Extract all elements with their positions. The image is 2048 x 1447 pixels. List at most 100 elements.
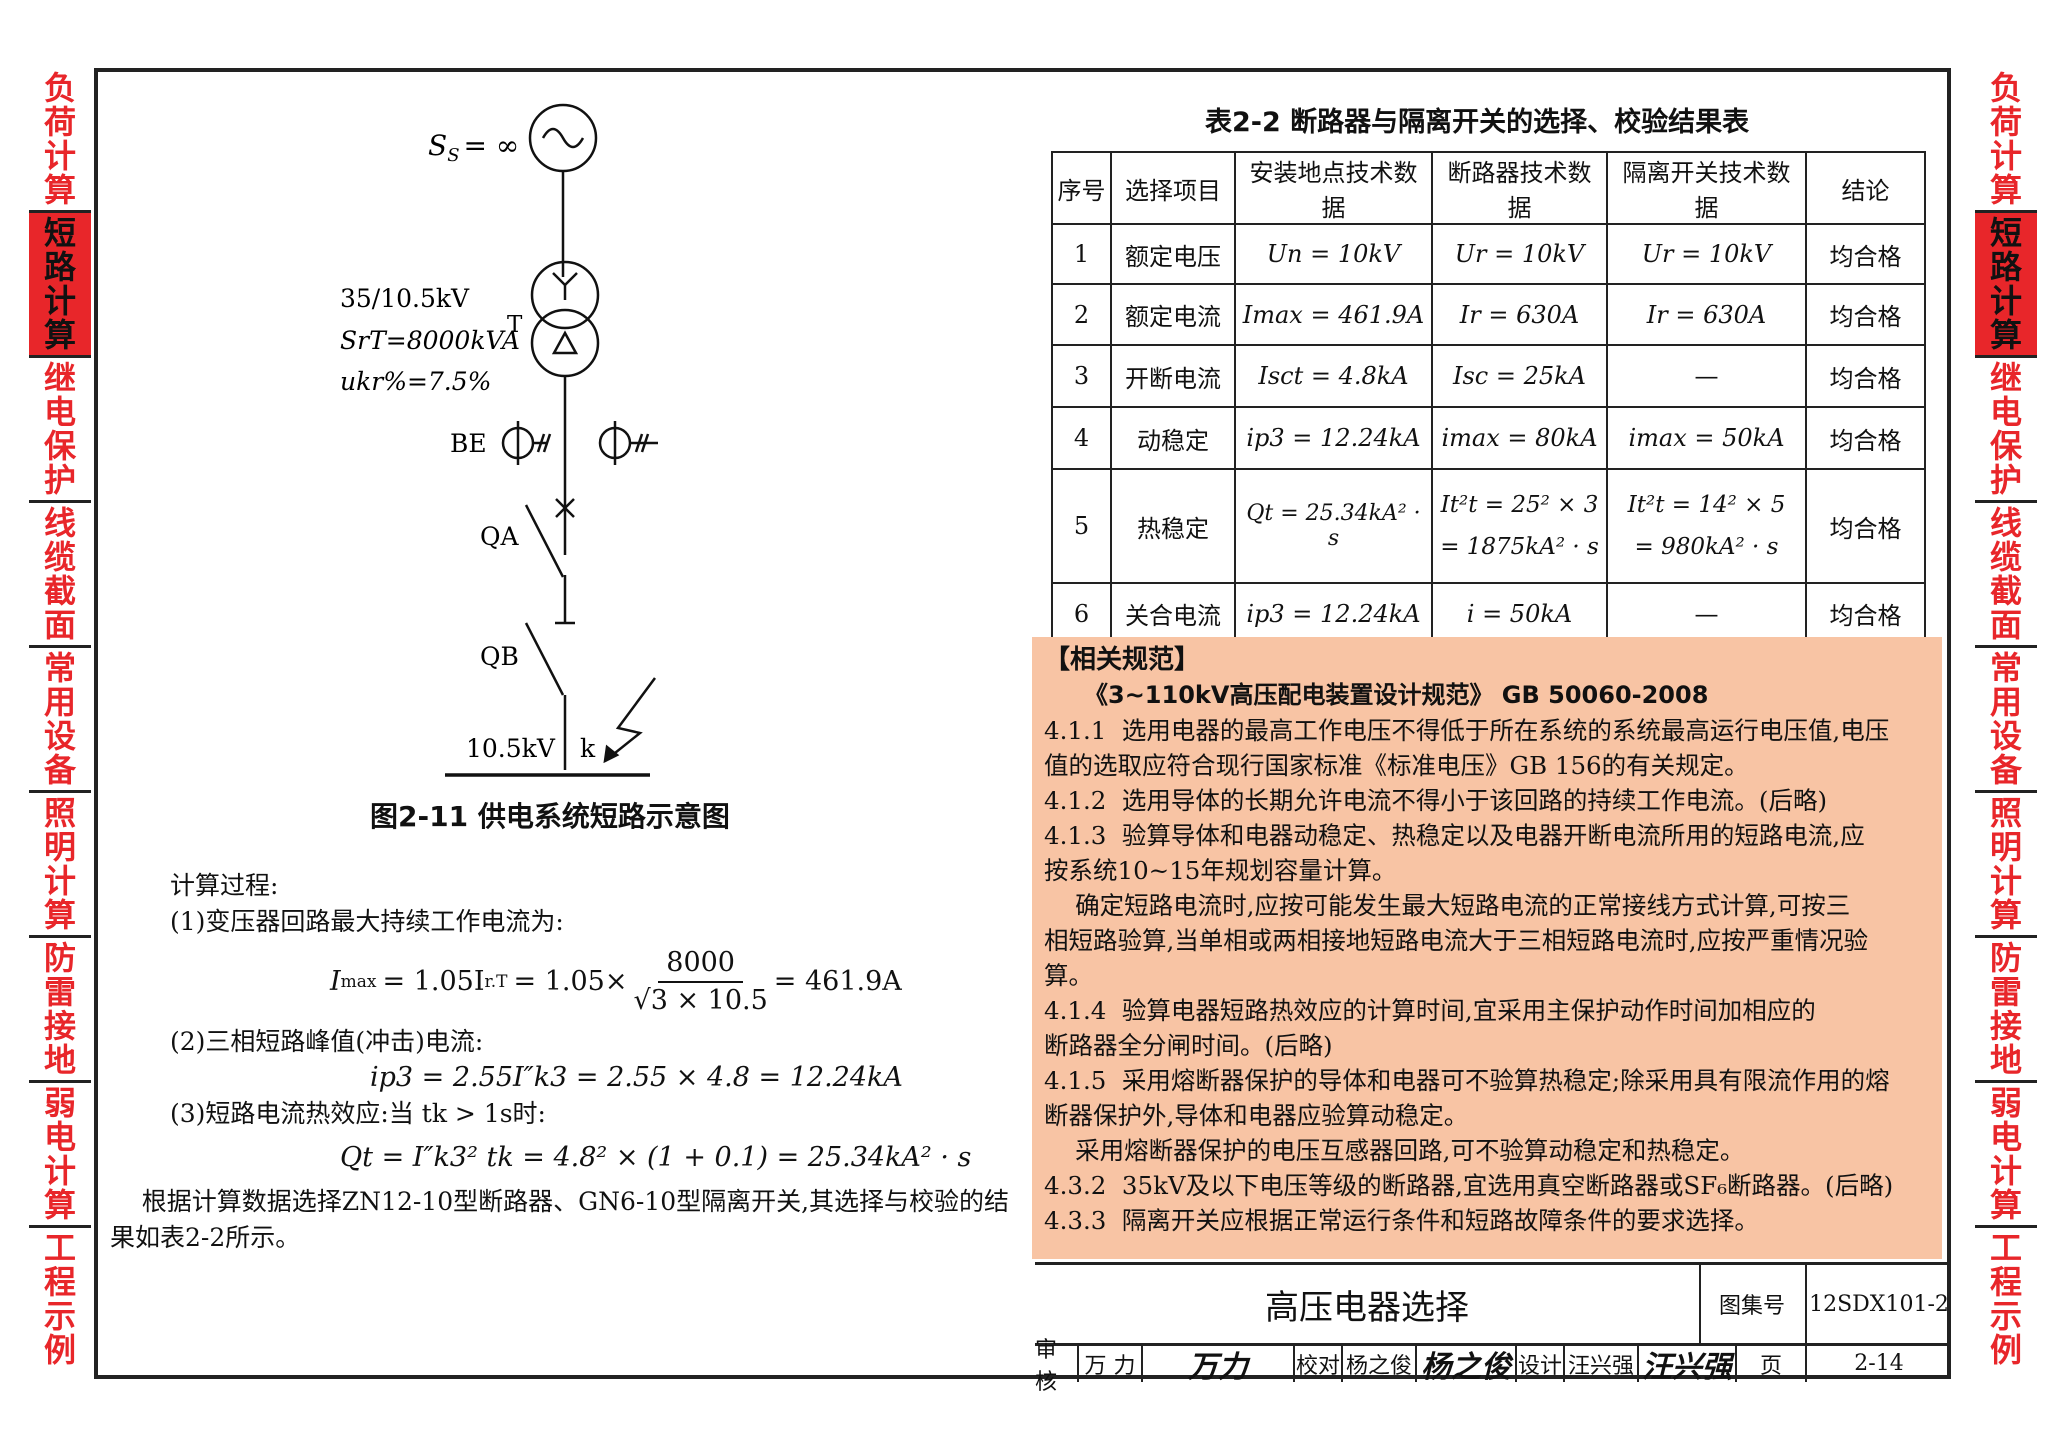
table-cell: Ur = 10kV xyxy=(1606,223,1807,285)
norm-line: 断器保护外,导体和电器应验算动稳定。 xyxy=(1044,1101,1469,1130)
side-tab-load-calc[interactable]: 负荷计算 xyxy=(29,68,91,213)
table-cell: imax = 80kA xyxy=(1431,406,1608,470)
side-tab-common-equipment[interactable]: 常用设备 xyxy=(1975,648,2037,793)
design-label: 设计 xyxy=(1517,1345,1565,1382)
table-cell: Qt = 25.34kA² · s xyxy=(1234,468,1433,584)
side-tab-lightning-grounding[interactable]: 防雷接地 xyxy=(1975,938,2037,1083)
side-tab-short-circuit[interactable]: 短路计算 xyxy=(29,213,91,358)
short-circuit-diagram: SS= ∞ 35/10.5kV SrT=8000kVA ukr%=7.5% T … xyxy=(340,103,658,777)
table-cell: 1 xyxy=(1051,223,1112,285)
table-cell: 均合格 xyxy=(1805,468,1926,584)
norm-line: 4.3.2 35kV及以下电压等级的断路器,宜选用真空断路器或SF₆断路器。(后… xyxy=(1044,1171,1894,1200)
table-header-cell: 结论 xyxy=(1805,151,1926,225)
calc-step2: (2)三相短路峰值(冲击)电流: xyxy=(170,1027,484,1056)
norm-line: 4.1.3 验算导体和电器动稳定、热稳定以及电器开断电流所用的短路电流,应 xyxy=(1044,821,1865,850)
table-cell: imax = 50kA xyxy=(1606,406,1807,470)
design-name: 汪兴强 xyxy=(1565,1345,1639,1382)
review-label: 审核 xyxy=(1035,1338,1079,1395)
table-cell: 4 xyxy=(1051,406,1112,470)
table-cell: Ir = 630A xyxy=(1606,283,1807,346)
right-section-tabs: 负荷计算 短路计算 继电保护 线缆截面 常用设备 照明计算 防雷接地 弱电计算 … xyxy=(1975,68,2037,1370)
fault-label: k xyxy=(580,734,596,763)
side-tab-cable-section[interactable]: 线缆截面 xyxy=(1975,503,2037,648)
side-tab-cable-section[interactable]: 线缆截面 xyxy=(29,503,91,648)
calc-heading: 计算过程: xyxy=(170,871,279,900)
table-header-row: 序号 选择项目 安装地点技术数据 断路器技术数据 隔离开关技术数据 结论 xyxy=(1051,151,1926,225)
table-cell: It²t = 14² × 5 = 980kA² · s xyxy=(1606,468,1807,584)
side-tab-load-calc[interactable]: 负荷计算 xyxy=(1975,68,2037,213)
table-cell: Ir = 630A xyxy=(1431,283,1608,346)
side-tab-relay-protection[interactable]: 继电保护 xyxy=(29,358,91,503)
table-row: 4 动稳定 ip3 = 12.24kA imax = 80kA imax = 5… xyxy=(1051,406,1926,470)
table-cell: Imax = 461.9A xyxy=(1234,283,1433,346)
norm-line: 4.1.2 选用导体的长期允许电流不得小于该回路的持续工作电流。(后略) xyxy=(1044,786,1828,815)
transformer-uk: ukr%=7.5% xyxy=(340,367,491,396)
norm-line: 按系统10~15年规划容量计算。 xyxy=(1044,856,1397,885)
table-cell: 均合格 xyxy=(1805,406,1926,470)
table-cell: i = 50kA xyxy=(1431,582,1608,645)
side-tab-project-example[interactable]: 工程示例 xyxy=(1989,1229,2022,1369)
calc-conclusion-line1: 根据计算数据选择ZN12-10型断路器、GN6-10型隔离开关,其选择与校验的结 xyxy=(110,1187,1010,1216)
table-row: 1 额定电压 Un = 10kV Ur = 10kV Ur = 10kV 均合格 xyxy=(1051,223,1926,285)
side-tab-project-example[interactable]: 工程示例 xyxy=(43,1229,76,1369)
table-cell: Un = 10kV xyxy=(1234,223,1433,285)
table-cell: 3 xyxy=(1051,344,1112,408)
side-tab-low-voltage-calc[interactable]: 弱电计算 xyxy=(29,1083,91,1228)
table-cell: 6 xyxy=(1051,582,1112,645)
norm-line: 4.1.5 采用熔断器保护的导体和电器可不验算热稳定;除采用具有限流作用的熔 xyxy=(1044,1066,1890,1095)
transformer-ratio: 35/10.5kV xyxy=(340,284,470,313)
table-row: 6 关合电流 ip3 = 12.24kA i = 50kA — 均合格 xyxy=(1051,582,1926,645)
side-tab-short-circuit[interactable]: 短路计算 xyxy=(1975,213,2037,358)
side-tab-low-voltage-calc[interactable]: 弱电计算 xyxy=(1975,1083,2037,1228)
norm-line: 值的选取应符合现行国家标准《标准电压》GB 156的有关规定。 xyxy=(1044,751,1749,780)
norm-line: 采用熔断器保护的电压互感器回路,可不验算动稳定和热稳定。 xyxy=(1044,1136,1745,1165)
qa-label: QA xyxy=(480,522,519,551)
norm-line: 确定短路电流时,应按可能发生最大短路电流的正常接线方式计算,可按三 xyxy=(1044,891,1851,920)
transformer-rating: SrT=8000kVA xyxy=(340,326,520,355)
table-header-cell: 断路器技术数据 xyxy=(1431,151,1608,225)
norm-line: 4.1.4 验算电器短路热效应的计算时间,宜采用主保护动作时间加相应的 xyxy=(1044,996,1816,1025)
norms-heading: 【相关规范】 xyxy=(1044,645,1201,675)
formula-ip3: ip3 = 2.55I″k3 = 2.55 × 4.8 = 12.24kA xyxy=(370,1062,903,1093)
selection-table: 序号 选择项目 安装地点技术数据 断路器技术数据 隔离开关技术数据 结论 1 额… xyxy=(1051,151,1926,645)
table-cell: 动稳定 xyxy=(1110,406,1236,470)
check-name: 杨之俊 xyxy=(1343,1345,1417,1382)
side-tab-lightning-grounding[interactable]: 防雷接地 xyxy=(29,938,91,1083)
table-header-cell: 隔离开关技术数据 xyxy=(1606,151,1807,225)
title-block: 高压电器选择 图集号 12SDX101-2 审核 万 力 万力 校对 杨之俊 杨… xyxy=(1035,1262,1951,1395)
atlas-value: 12SDX101-2 xyxy=(1809,1291,1949,1317)
figure-caption: 图2-11 供电系统短路示意图 xyxy=(370,800,730,833)
norm-line: 4.3.3 隔离开关应根据正常运行条件和短路故障条件的要求选择。 xyxy=(1044,1206,1759,1235)
be-label: BE xyxy=(450,429,487,458)
side-tab-relay-protection[interactable]: 继电保护 xyxy=(1975,358,2037,503)
side-tab-common-equipment[interactable]: 常用设备 xyxy=(29,648,91,793)
bus-voltage: 10.5kV xyxy=(466,734,556,763)
drawing-title: 高压电器选择 xyxy=(1035,1265,1701,1343)
review-signature: 万力 xyxy=(1143,1345,1295,1385)
table-cell: Isc = 25kA xyxy=(1431,344,1608,408)
table-row: 3 开断电流 Isct = 4.8kA Isc = 25kA — 均合格 xyxy=(1051,344,1926,408)
design-signature: 汪兴强 xyxy=(1639,1345,1737,1385)
norm-line: 4.1.1 选用电器的最高工作电压不得低于所在系统的系统最高运行电压值,电压 xyxy=(1044,716,1890,745)
side-tab-lighting-calc[interactable]: 照明计算 xyxy=(29,793,91,938)
page-number: 2-14 xyxy=(1854,1351,1904,1376)
table-header-cell: 序号 xyxy=(1051,151,1112,225)
table-cell: 均合格 xyxy=(1805,283,1926,346)
drawing-frame xyxy=(94,68,1951,1379)
table-cell: 开断电流 xyxy=(1110,344,1236,408)
calc-conclusion-line2: 果如表2-2所示。 xyxy=(110,1223,301,1252)
table-cell: It²t = 25² × 3 = 1875kA² · s xyxy=(1431,468,1608,584)
table-cell: — xyxy=(1606,344,1807,408)
table-cell: 5 xyxy=(1051,468,1112,584)
page-label: 页 xyxy=(1737,1345,1807,1382)
table-cell: Isct = 4.8kA xyxy=(1234,344,1433,408)
table-cell: — xyxy=(1606,582,1807,645)
side-tab-lighting-calc[interactable]: 照明计算 xyxy=(1975,793,2037,938)
table-cell: Ur = 10kV xyxy=(1431,223,1608,285)
norms-standard: 《3~110kV高压配电装置设计规范》 GB 50060-2008 xyxy=(1084,681,1709,709)
table-cell: 2 xyxy=(1051,283,1112,346)
table-cell: 关合电流 xyxy=(1110,582,1236,645)
table-cell: 均合格 xyxy=(1805,344,1926,408)
